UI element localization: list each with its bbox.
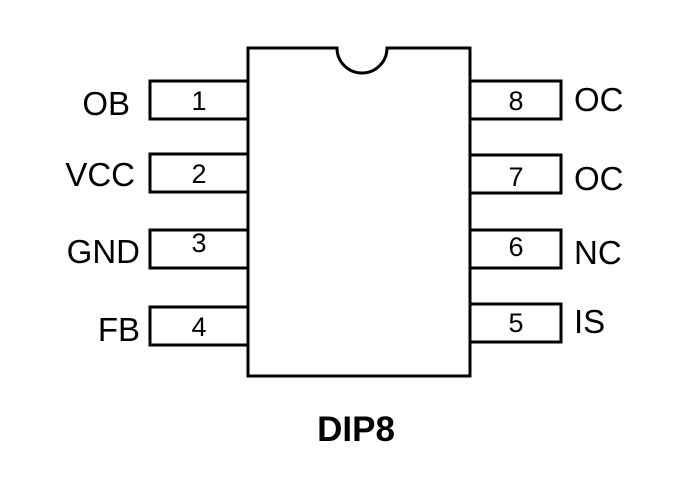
pin-lead <box>148 79 250 121</box>
pin-number: 8 <box>508 86 523 116</box>
right-pin-8: 8 OC <box>468 79 624 121</box>
ic-body <box>246 46 472 378</box>
pin-lead <box>148 305 250 347</box>
left-pin-1: 1 OB <box>82 79 250 122</box>
pin-label: GND <box>67 233 140 270</box>
package-label: DIP8 <box>317 410 395 449</box>
pin-lead <box>468 79 563 121</box>
pin-label: OC <box>574 81 624 118</box>
pin-lead <box>468 228 563 270</box>
pin-number: 5 <box>508 308 523 338</box>
right-pin-7: 7 OC <box>468 153 624 197</box>
right-pin-5: 5 IS <box>468 302 605 344</box>
pin-label: NC <box>574 234 622 271</box>
pin-number: 2 <box>191 159 206 189</box>
left-pin-3: 3 GND <box>67 228 250 270</box>
left-pin-2: 2 VCC <box>65 152 250 194</box>
pin-number: 7 <box>508 162 523 192</box>
pin-label: OC <box>574 160 624 197</box>
pin-label: VCC <box>65 156 135 193</box>
pin-number: 4 <box>191 312 206 342</box>
pin-lead <box>468 153 563 195</box>
pin-number: 3 <box>191 228 206 258</box>
right-pin-6: 6 NC <box>468 228 622 271</box>
pin-lead <box>468 302 563 344</box>
pin-label: FB <box>98 311 140 348</box>
pin-label: OB <box>82 85 130 122</box>
left-pin-4: 4 FB <box>98 305 250 348</box>
pin-label: IS <box>574 303 605 340</box>
pin-lead <box>148 152 250 194</box>
pin-number: 6 <box>508 232 523 262</box>
pin-number: 1 <box>191 86 206 116</box>
pin-lead <box>148 228 250 270</box>
